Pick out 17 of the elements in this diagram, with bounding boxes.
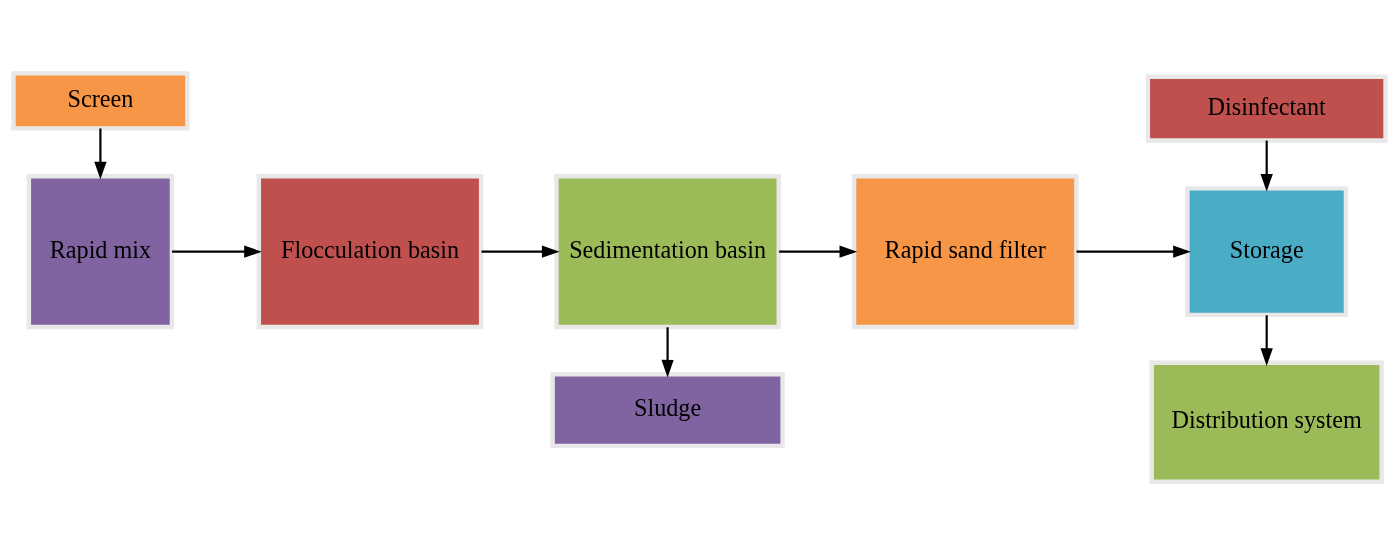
arrow bbox=[172, 244, 262, 258]
node-box: Sedimentation basin bbox=[554, 173, 781, 329]
arrow bbox=[1076, 244, 1191, 258]
arrow bbox=[1260, 140, 1273, 192]
node-box: Disinfectant bbox=[1145, 74, 1388, 143]
node-box: Storage bbox=[1185, 185, 1349, 317]
arrow bbox=[779, 244, 858, 258]
arrow bbox=[661, 326, 674, 378]
node-box: Rapid sand filter bbox=[851, 173, 1079, 329]
arrow bbox=[94, 127, 107, 179]
arrow bbox=[1260, 314, 1273, 366]
node-box: Sludge bbox=[550, 371, 785, 448]
node-box: Distribution system bbox=[1149, 360, 1384, 484]
node-box: Rapid mix bbox=[26, 173, 175, 329]
node-box: Flocculation basin bbox=[256, 173, 484, 329]
node-box: Screen bbox=[11, 70, 190, 131]
arrow bbox=[481, 244, 560, 258]
